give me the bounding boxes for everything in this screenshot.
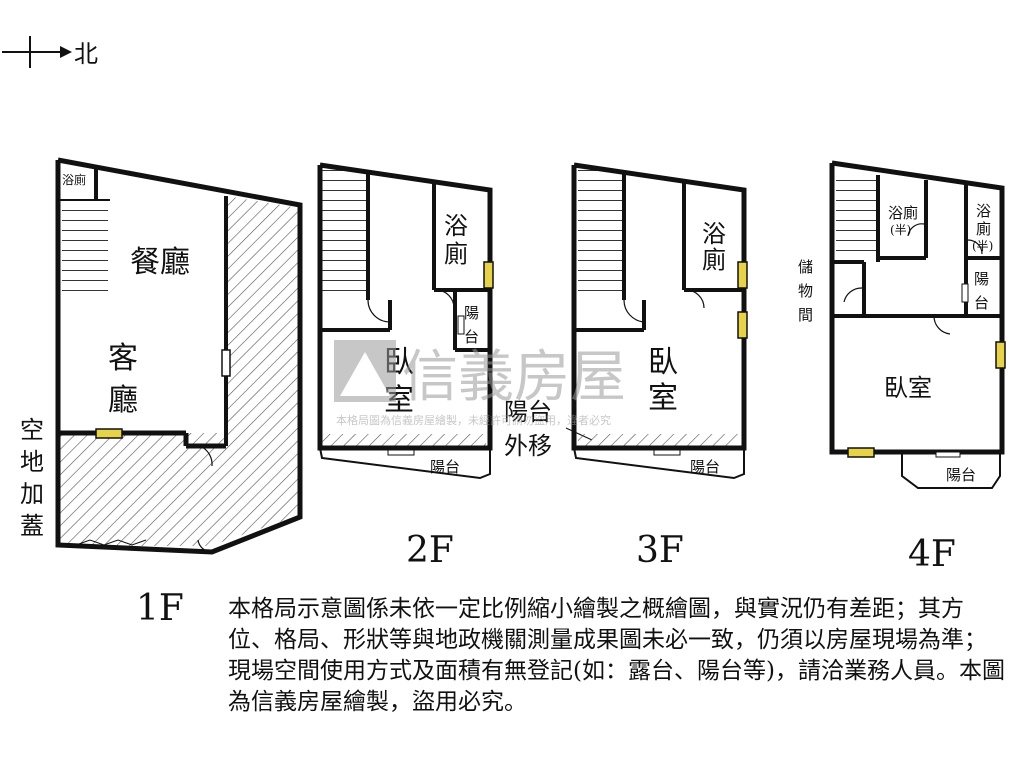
side-label-1: 空 <box>20 416 44 444</box>
window-2f <box>483 261 494 289</box>
room-2f-bath-2: 廁 <box>444 240 468 268</box>
room-4f-bedroom: 臥室 <box>884 374 932 402</box>
floor-label-2f: 2F <box>406 530 454 571</box>
room-3f-bedroom-2: 室 <box>648 381 678 416</box>
stairs-2f <box>322 168 368 296</box>
north-label: 北 <box>74 40 98 68</box>
floor-label-4f: 4F <box>908 534 956 575</box>
balcony-shift-hatch-3f <box>578 434 738 448</box>
disclaimer-text: 本格局示意圖係未依一定比例縮小繪製之概繪圖，與實況仍有差距；其方位、格局、形狀等… <box>228 596 1005 715</box>
room-4f-bath-b-2: 廁 <box>976 220 991 238</box>
callout-line-2: 外移 <box>504 432 552 460</box>
room-4f-storage-3: 間 <box>798 306 813 324</box>
room-1f-dining: 餐廳 <box>130 245 190 280</box>
watermark: 信義房屋 本格局圖為信義房屋繪製，未經許可請勿盜用，違者必究 <box>334 340 626 427</box>
room-3f-bath-2: 廁 <box>702 246 726 274</box>
side-label-4: 蓋 <box>20 512 44 540</box>
room-4f-bath-b-3: (半) <box>972 239 993 253</box>
watermark-notice: 本格局圖為信義房屋繪製，未經許可請勿盜用，違者必究 <box>336 413 611 427</box>
room-2f-bath-1: 浴 <box>444 212 468 240</box>
room-4f-balcony-small-2: 台 <box>974 294 989 312</box>
floor-1f-plan: 浴廁 餐廳 客 廳 空 地 加 蓋 1F <box>20 157 303 629</box>
floor-4f-plan: 浴廁 (半) 浴 廁 (半) 儲 物 間 陽 台 臥室 陽台 4F <box>798 160 1006 575</box>
room-4f-bath-b-1: 浴 <box>976 202 991 220</box>
north-arrow: 北 <box>2 36 98 68</box>
side-label-2: 地 <box>20 448 44 476</box>
window-3f-bottom <box>737 311 748 339</box>
floor-label-3f: 3F <box>636 530 684 571</box>
room-4f-bath-a-1: 浴廁 <box>888 204 918 222</box>
stairs-4f <box>836 172 876 258</box>
room-3f-balcony: 陽台 <box>690 458 720 476</box>
stairs-1f <box>62 200 108 292</box>
callout-line-1: 陽台 <box>504 398 552 426</box>
room-4f-storage-1: 儲 <box>798 258 813 276</box>
side-label-3: 加 <box>20 480 44 508</box>
room-3f-bedroom-1: 臥 <box>648 345 678 380</box>
room-2f-balcony: 陽台 <box>430 458 460 476</box>
room-4f-balcony-small-1: 陽 <box>974 270 989 288</box>
room-4f-storage-2: 物 <box>798 282 813 300</box>
outer-wall-1f <box>55 157 303 555</box>
window-3f-top <box>737 261 748 289</box>
balcony-shift-hatch-2f <box>322 434 486 448</box>
north-arrow-icon <box>60 46 72 58</box>
room-4f-bath-a-2: (半) <box>890 223 911 237</box>
floor-2f-plan: 浴 廁 陽 台 臥 室 陽台 2F <box>317 162 494 571</box>
floor-3f-plan: 浴 廁 臥 室 陽台 3F <box>571 162 748 571</box>
room-1f-living-2: 廳 <box>108 383 138 418</box>
room-1f-bath: 浴廁 <box>62 172 86 187</box>
room-1f-living-1: 客 <box>108 341 138 376</box>
window-1f <box>95 428 123 439</box>
room-4f-balcony: 陽台 <box>946 466 976 484</box>
outer-wall-4f <box>829 160 1005 455</box>
balcony-shift-callout: 陽台 外移 <box>504 398 593 460</box>
room-2f-balcony-small-1: 陽 <box>464 304 479 322</box>
stairs-3f <box>578 168 624 296</box>
side-hatch-area <box>226 196 300 433</box>
floor-label-1f: 1F <box>136 588 184 629</box>
window-4f-side <box>995 341 1006 369</box>
room-2f-balcony-small-2: 台 <box>464 328 479 346</box>
door-1f <box>199 445 213 467</box>
added-cover-hatch-area <box>60 433 300 546</box>
watermark-brand: 信義房屋 <box>402 345 626 410</box>
window-4f-front <box>847 447 875 458</box>
room-3f-bath-1: 浴 <box>702 220 726 248</box>
